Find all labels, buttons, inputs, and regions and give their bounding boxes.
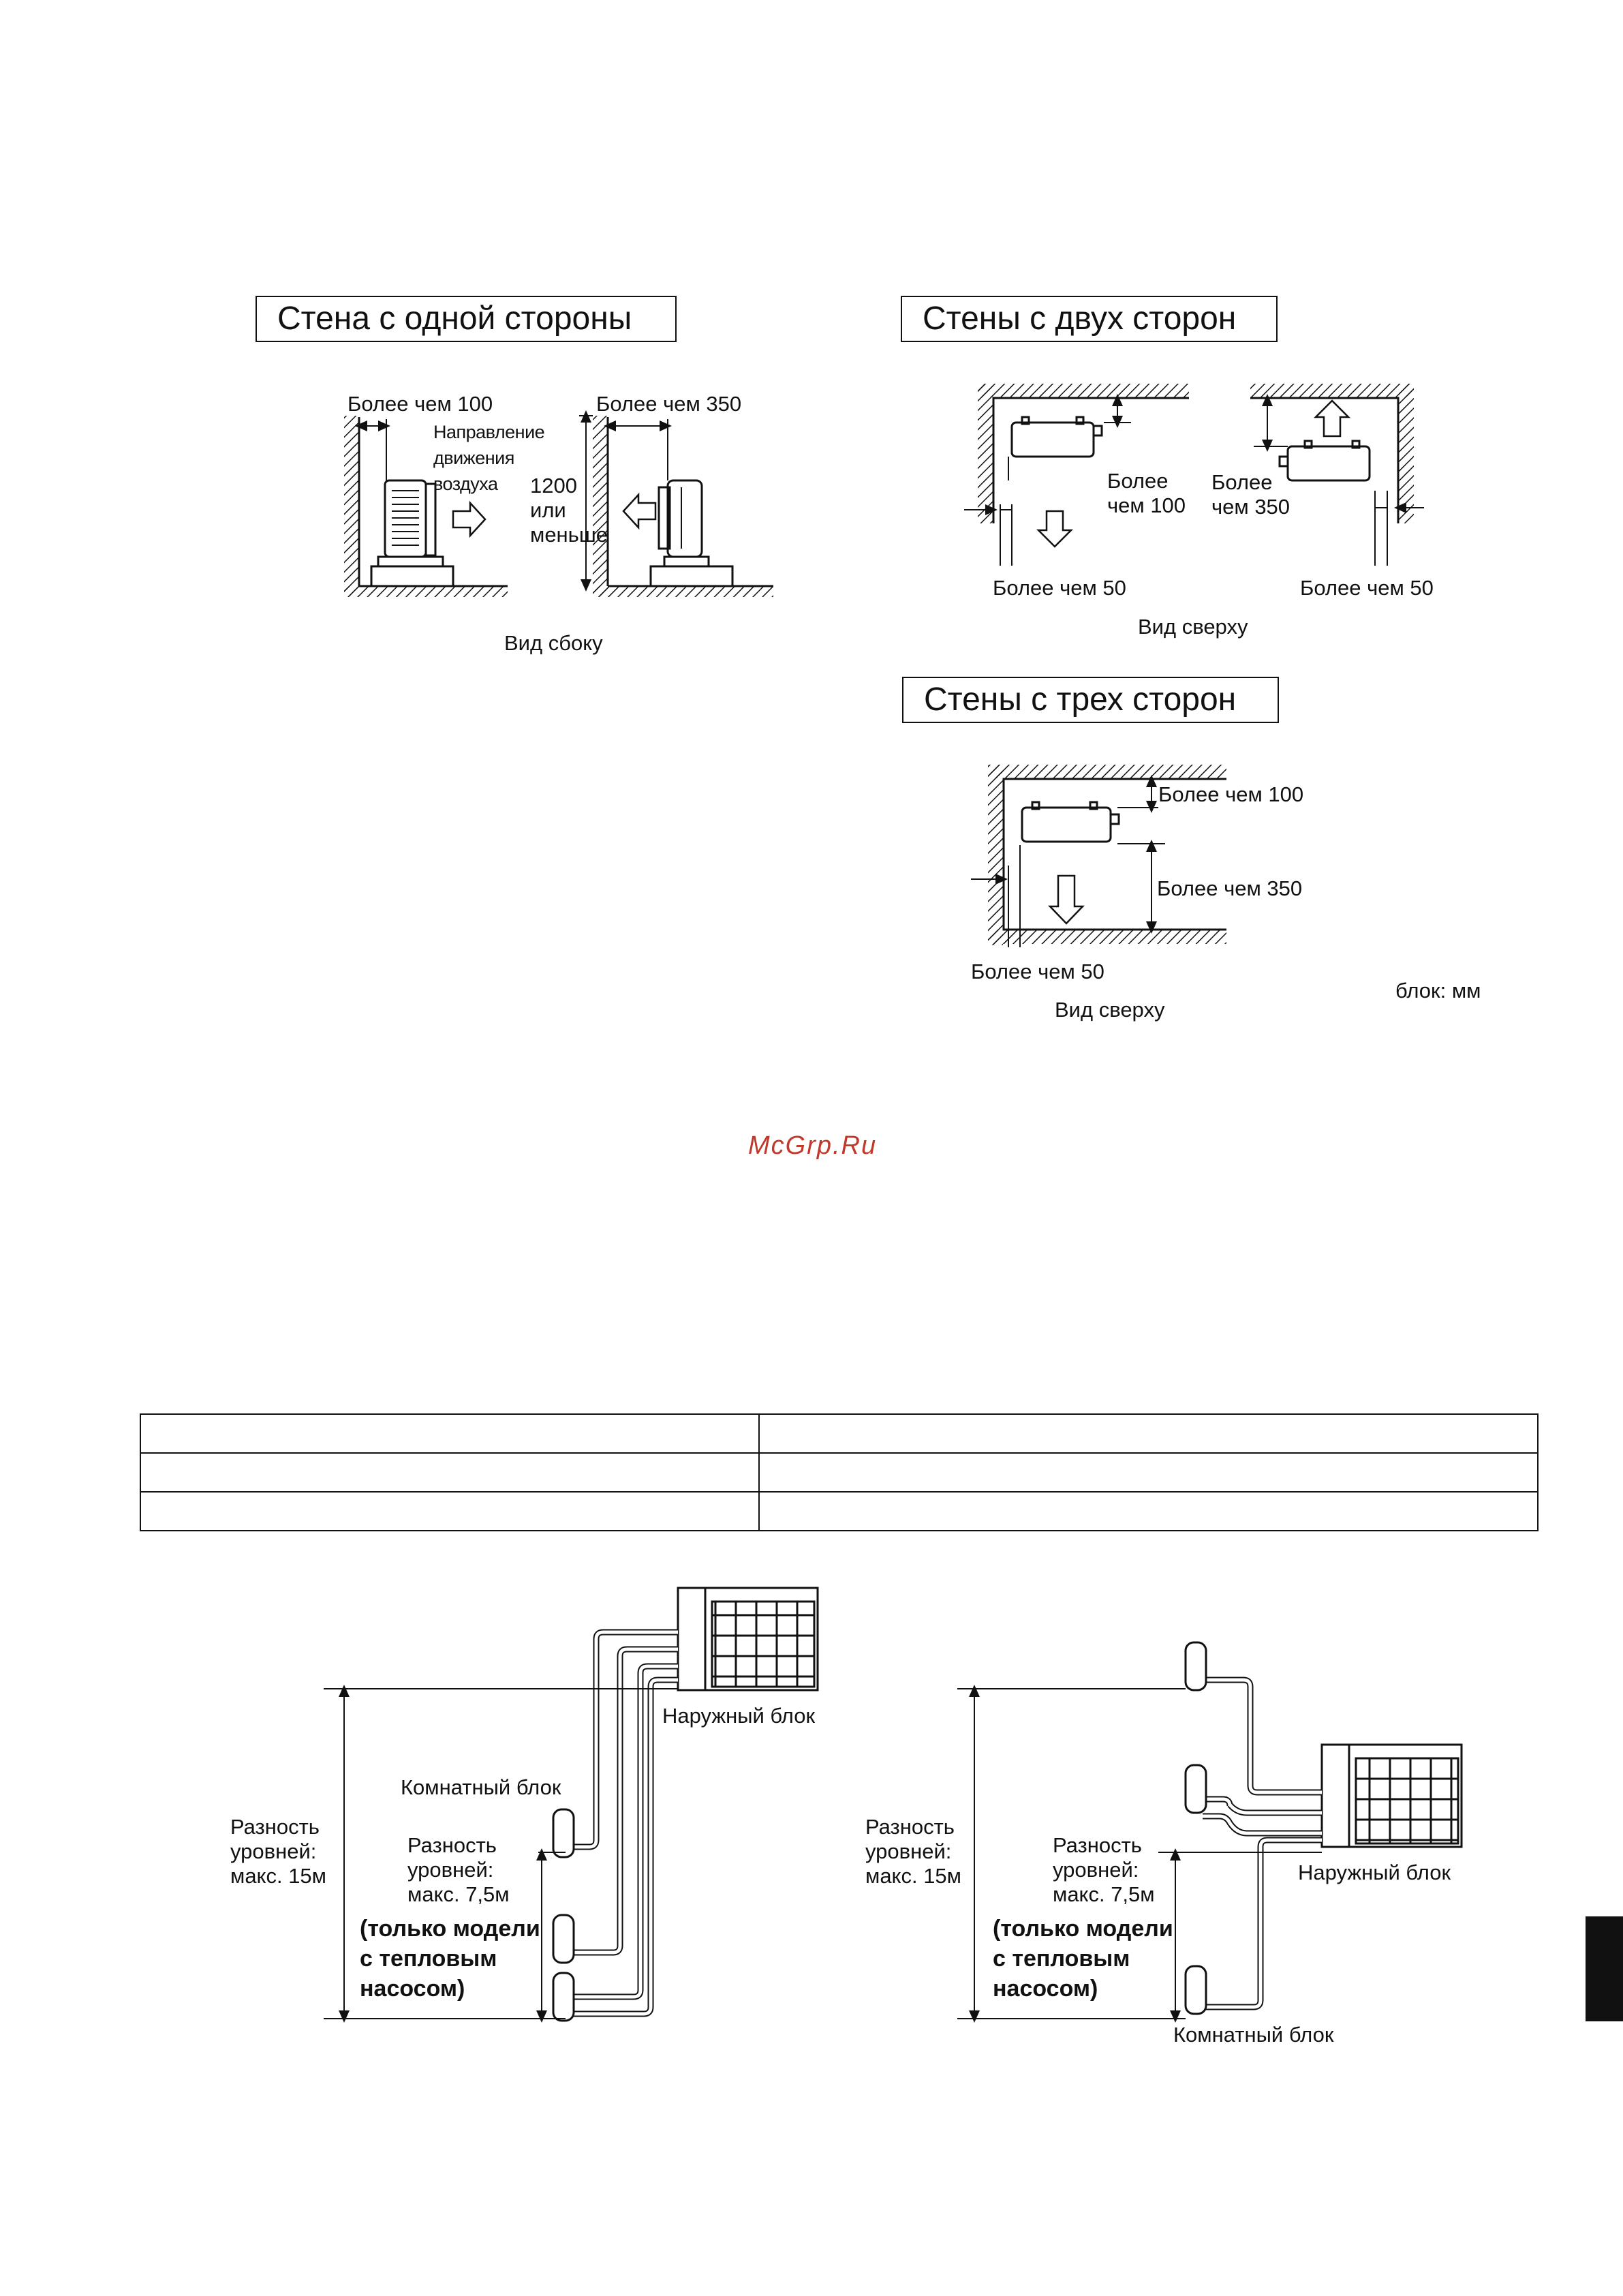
title-one-wall: Стена с одной стороны — [256, 296, 677, 342]
label-left-heat-pump-note: (только модели с тепловым насосом) — [360, 1916, 540, 2002]
table-cell — [758, 1452, 1539, 1493]
caption-top-view-two: Вид сверху — [1138, 615, 1248, 639]
label-left-outdoor-unit: Наружный блок — [662, 1704, 816, 1728]
label-right-level-indoor: Разность уровней: макс. 7,5м — [1053, 1833, 1155, 1906]
specs-table — [140, 1413, 1539, 1531]
label-one-wall-right-gap: Более чем 350 — [596, 392, 742, 416]
watermark: McGrp.Ru — [748, 1131, 878, 1160]
title-three-walls: Стены с трех сторон — [902, 677, 1279, 723]
table-row — [140, 1452, 1539, 1493]
table-row — [140, 1491, 1539, 1531]
label-right-heat-pump-note: (только модели с тепловым насосом) — [993, 1916, 1173, 2002]
caption-top-view-three: Вид сверху — [1055, 998, 1165, 1022]
label-two-walls-right-side: Более чем 50 — [1300, 576, 1434, 600]
label-left-indoor-unit: Комнатный блок — [401, 1775, 561, 1799]
caption-side-view: Вид сбоку — [504, 631, 603, 655]
label-two-walls-left-side: Более чем 50 — [993, 576, 1126, 600]
piping-diagram-right — [957, 1641, 1463, 2023]
label-three-walls-top-gap: Более чем 100 — [1158, 782, 1304, 806]
label-three-walls-front-gap: Более чем 350 — [1157, 876, 1303, 900]
label-left-level-indoor: Разность уровней: макс. 7,5м — [407, 1833, 510, 1906]
label-two-walls-rear-gap: Более чем 350 — [1211, 470, 1290, 519]
label-height-limit: 1200 или меньше — [530, 474, 608, 547]
table-row — [140, 1413, 1539, 1454]
three-walls-diagram — [971, 765, 1226, 947]
label-right-level-total: Разность уровней: макс. 15м — [865, 1815, 961, 1888]
label-right-outdoor-unit: Наружный блок — [1298, 1861, 1451, 1884]
label-left-level-total: Разность уровней: макс. 15м — [230, 1815, 326, 1888]
label-three-walls-side-gap: Более чем 50 — [971, 960, 1104, 983]
units-label: блок: мм — [1395, 979, 1481, 1002]
label-right-indoor-unit: Комнатный блок — [1173, 2023, 1334, 2047]
two-walls-diagram — [964, 384, 1424, 566]
one-wall-diagram — [344, 410, 773, 597]
label-two-walls-top-gap: Более чем 100 — [1107, 469, 1186, 517]
page-edge-tab — [1586, 1916, 1623, 2021]
table-cell — [758, 1413, 1539, 1454]
piping-diagram-left — [324, 1587, 819, 2023]
table-cell — [140, 1413, 760, 1454]
table-cell — [140, 1452, 760, 1493]
title-two-walls: Стены с двух сторон — [901, 296, 1278, 342]
table-cell — [758, 1491, 1539, 1531]
label-airflow-direction: Направление движения воздуха — [433, 422, 545, 494]
table-cell — [140, 1491, 760, 1531]
label-one-wall-left-gap: Более чем 100 — [347, 392, 493, 416]
